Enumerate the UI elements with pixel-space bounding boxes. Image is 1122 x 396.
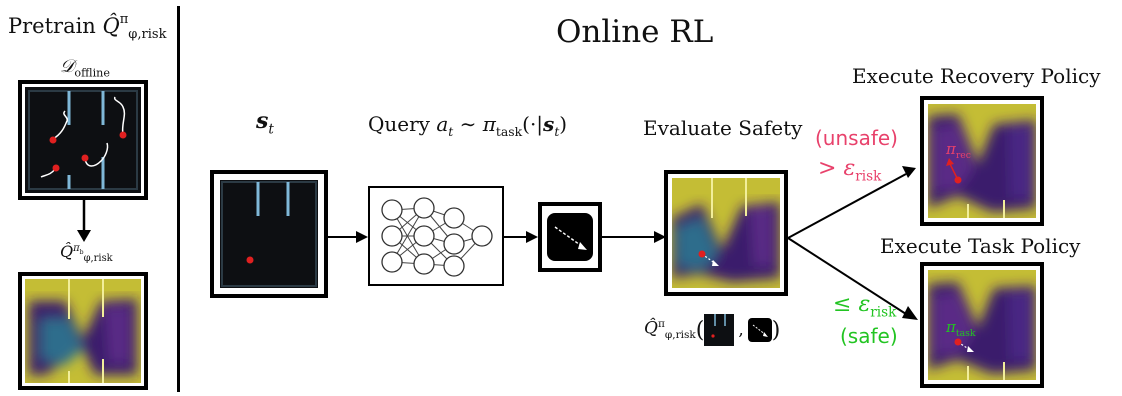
task-title: Execute Task Policy <box>880 234 1081 258</box>
query-text: Query <box>368 112 430 136</box>
query-action-sub: t <box>448 124 454 139</box>
pretrained-q-symbol: Q̂ <box>60 242 74 261</box>
dataset-label: 𝒟offline <box>60 56 110 80</box>
neural-network-icon <box>381 197 493 277</box>
state-panel <box>210 170 328 298</box>
unsafe-eps-sub: risk <box>855 168 882 185</box>
eval-state-thumb <box>704 314 735 346</box>
task-heatmap-image <box>928 270 1036 380</box>
recovery-heatmap-image <box>928 104 1036 218</box>
state-sub: t <box>268 121 274 138</box>
pretrain-title-prefix: Pretrain <box>8 14 103 38</box>
eval-paren-close: ) <box>771 317 781 343</box>
evaluate-heatmap-panel <box>664 170 788 296</box>
pi-rec-sub: rec <box>955 150 972 161</box>
query-pi-sub: task <box>495 124 523 139</box>
query-args-open: (·| <box>522 112 544 136</box>
pi-task-label: πtask <box>946 318 976 339</box>
eval-action-thumb <box>747 318 772 342</box>
safe-op: ≤ <box>833 292 852 317</box>
policy-network-panel <box>368 186 504 286</box>
query-args-close: ) <box>559 112 568 136</box>
arrow-to-recovery <box>788 173 907 239</box>
pretrained-q-super: πb <box>73 242 84 256</box>
column-divider <box>177 6 180 392</box>
eval-comma: , <box>738 320 744 340</box>
arrow-to-task <box>788 237 907 315</box>
unsafe-op: > <box>818 156 837 181</box>
pretrain-q-super: π <box>119 12 129 27</box>
evaluate-safety-label: Evaluate Safety <box>643 116 803 140</box>
pretrained-q-sub: φ,risk <box>83 253 113 265</box>
eval-q: Q̂πφ,risk <box>644 318 696 342</box>
safe-condition: ≤ εrisk <box>833 292 896 320</box>
arrow-action-to-evaluate <box>602 231 666 243</box>
branch-arrows <box>788 166 918 320</box>
state-symbol: s <box>256 108 269 134</box>
query-pi: π <box>482 112 496 136</box>
offline-dataset-panel <box>18 80 148 200</box>
safe-eps: ε <box>858 292 871 317</box>
recovery-title: Execute Recovery Policy <box>852 64 1101 88</box>
unsafe-condition: > εrisk <box>818 156 881 184</box>
state-maze-image <box>220 180 318 288</box>
state-label: st <box>256 108 274 137</box>
pretrain-title: Pretrain Q̂πφ,risk <box>8 12 167 43</box>
task-heatmap-panel: πtask <box>920 262 1044 388</box>
pi-rec-label: πrec <box>946 140 972 161</box>
pretrained-heatmap-image <box>25 279 141 383</box>
eval-formula: Q̂πφ,risk ( , ) <box>644 314 780 346</box>
arrow-to-recovery-head <box>902 166 916 178</box>
recovery-heatmap-panel: πrec <box>920 96 1044 226</box>
unsafe-label: (unsafe) <box>815 126 898 150</box>
query-label: Query at ∼ πtask(·|st) <box>368 112 567 139</box>
safe-eps-sub: risk <box>870 304 897 321</box>
query-args-s: s <box>543 112 555 136</box>
eval-paren-open: ( <box>695 317 705 343</box>
pretrained-q-label: Q̂πbφ,risk <box>60 242 113 264</box>
unsafe-eps: ε <box>843 156 856 181</box>
pi-task-sub: task <box>955 328 976 339</box>
query-action: a <box>436 112 449 136</box>
query-args-s-sub: t <box>554 124 560 139</box>
pretrain-q-sub: φ,risk <box>128 27 167 43</box>
action-panel <box>538 202 602 272</box>
pretrain-down-arrow <box>77 200 91 242</box>
action-icon <box>547 213 593 261</box>
evaluate-heatmap-image <box>672 178 780 288</box>
online-rl-title: Online RL <box>556 14 714 50</box>
dataset-symbol: 𝒟 <box>60 56 75 77</box>
arrow-to-task-head <box>902 306 918 320</box>
safe-label: (safe) <box>840 324 898 348</box>
offline-maze-image <box>25 87 141 193</box>
query-sim: ∼ <box>459 112 477 136</box>
arrow-state-to-network <box>328 231 368 243</box>
pretrained-q-super-sub: b <box>79 248 84 256</box>
arrow-network-to-action <box>504 231 538 243</box>
pretrained-heatmap-panel <box>18 272 148 390</box>
pretrain-q-symbol: Q̂πφ,risk <box>102 12 167 43</box>
dataset-sub: offline <box>74 66 110 80</box>
